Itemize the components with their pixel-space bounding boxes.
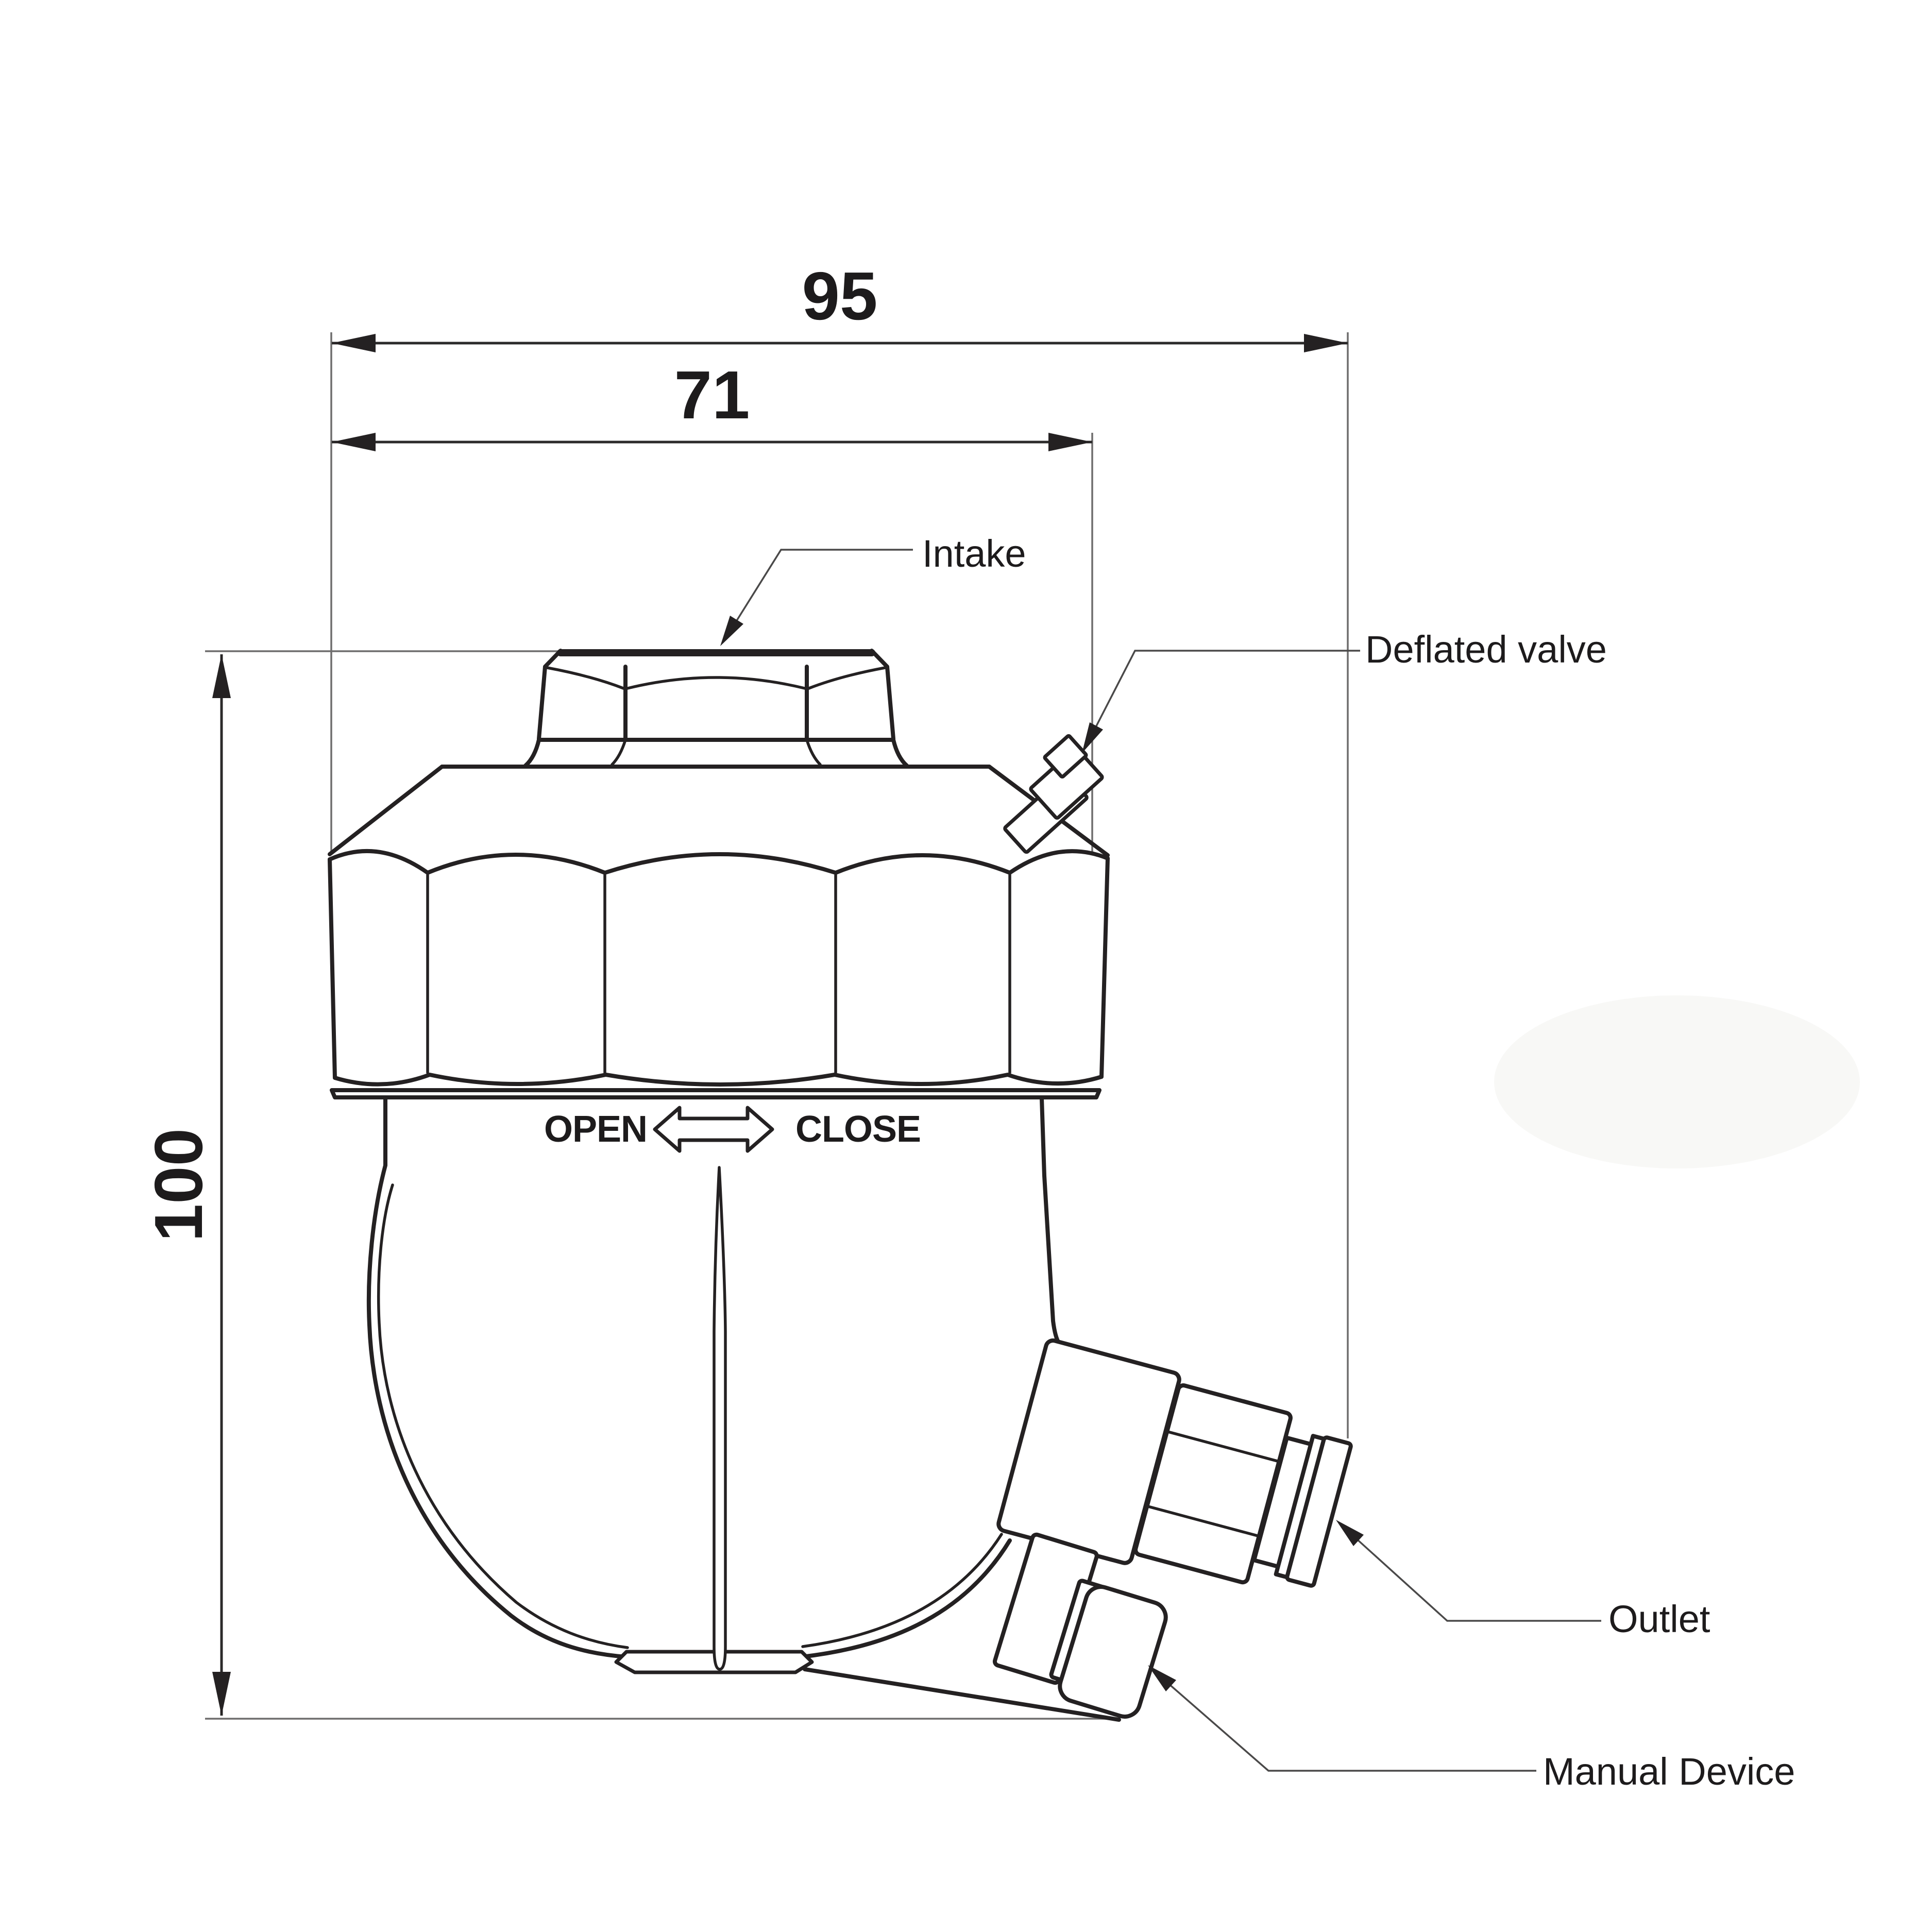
outlet-callout: Outlet	[1336, 1520, 1710, 1640]
deflated-valve-callout: Deflated valve	[1082, 628, 1607, 753]
arrowhead-95-left	[332, 334, 376, 352]
deflated-valve-leader-arrow	[1082, 722, 1103, 753]
manual-device-label: Manual Device	[1543, 1750, 1795, 1793]
outlet-label: Outlet	[1608, 1598, 1710, 1640]
outlet-leader-line	[1339, 1523, 1601, 1622]
extension-lines	[205, 332, 1349, 1720]
shoulder-frustum	[328, 765, 1110, 857]
dimension-95: 95	[332, 258, 1348, 352]
hex-cap-face-divisions	[426, 873, 1011, 1074]
dimension-100: 100	[141, 654, 231, 1716]
deflated-valve-fitting	[1003, 734, 1104, 854]
outlet-flange-outer	[1285, 1435, 1353, 1588]
outlet-leader-arrow	[1336, 1520, 1364, 1546]
bowl-center-needle	[713, 1166, 727, 1671]
arrowhead-71-left	[332, 433, 376, 451]
arrowhead-71-right	[1048, 433, 1092, 451]
hex-cap-bottom-scallops	[333, 1073, 1104, 1087]
arrowhead-95-right	[1304, 334, 1348, 352]
intake-leader-arrow	[720, 616, 743, 646]
intake-label: Intake	[922, 532, 1026, 575]
deflated-valve-leader-line	[1084, 650, 1360, 749]
hex-nut-chamfer-arcs	[546, 666, 887, 690]
intake-leader-line	[722, 549, 913, 642]
close-label: CLOSE	[795, 1109, 921, 1150]
dimension-value-71: 71	[674, 357, 750, 433]
hex-cap-flange	[330, 1088, 1101, 1099]
hex-cap-side-edges	[328, 856, 1110, 1080]
intake-hex-nut	[523, 649, 909, 768]
dimension-value-100: 100	[141, 1128, 216, 1242]
intake-callout: Intake	[720, 532, 1026, 646]
manual-device-callout: Manual Device	[1148, 1665, 1795, 1793]
manual-device-leader-arrow	[1148, 1665, 1176, 1691]
hex-nut-corner-chamfers	[543, 649, 889, 669]
arrowhead-100-top	[212, 654, 231, 698]
dimension-71: 71	[332, 357, 1092, 451]
bowl-right-outer	[1040, 1096, 1061, 1346]
outlet-assembly	[996, 1338, 1353, 1588]
deflate-valve-tip	[1043, 734, 1088, 778]
hex-cap	[328, 849, 1110, 1099]
watermark-blob	[1494, 995, 1860, 1168]
arrowhead-100-bottom	[212, 1672, 231, 1716]
hex-nut-inner-flares	[611, 738, 822, 766]
hex-cap-top-scallops	[328, 849, 1110, 875]
bowl-bottom-right-edge	[803, 1667, 1121, 1722]
bowl-left-inner	[377, 1183, 629, 1649]
hex-nut-side-edges	[537, 665, 895, 741]
deflated-valve-label: Deflated valve	[1365, 628, 1607, 671]
manual-device-leader-line	[1151, 1668, 1536, 1772]
bowl-left-outer	[366, 1096, 629, 1659]
bowl-lower-right-outer	[800, 1538, 1012, 1659]
manual-device-assembly	[992, 1532, 1168, 1719]
dimension-value-95: 95	[802, 258, 878, 334]
hex-nut-face-divisions	[623, 665, 809, 741]
shoulder-slopes	[328, 765, 1110, 857]
open-label: OPEN	[544, 1109, 647, 1150]
double-headed-arrow-icon	[653, 1106, 774, 1153]
open-close-marking: OPEN CLOSE	[544, 1106, 921, 1153]
bowl-lower-right-inner	[801, 1533, 1003, 1648]
outlet-hex-face-lines	[1145, 1430, 1281, 1538]
manual-device-knob	[1058, 1585, 1168, 1719]
bowl	[366, 1096, 1121, 1722]
hex-nut-base-flares	[523, 738, 909, 768]
